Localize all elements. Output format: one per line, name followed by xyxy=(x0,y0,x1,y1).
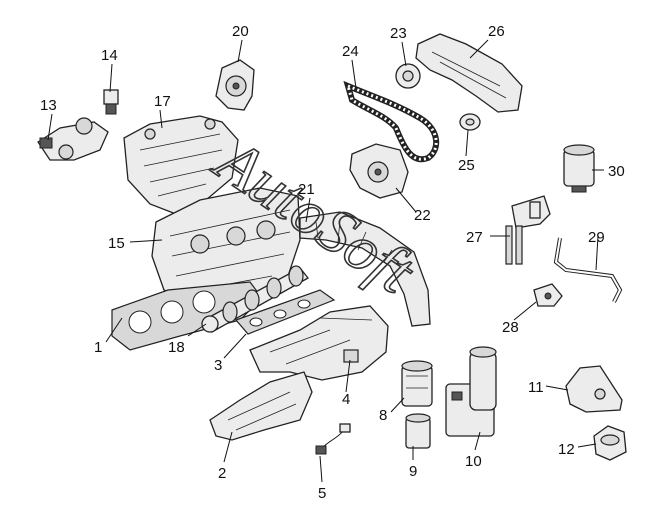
part-22-injection-pump xyxy=(349,143,409,199)
callout-13: 13 xyxy=(40,97,57,114)
part-27-injector-rail xyxy=(505,195,551,265)
part-2-heat-shield xyxy=(209,371,313,441)
callout-23: 23 xyxy=(390,25,407,42)
part-14-sensor xyxy=(103,89,119,115)
callout-18: 18 xyxy=(168,339,185,356)
callout-17: 17 xyxy=(154,93,171,110)
part-13-thermostat-housing xyxy=(37,117,109,161)
leader-lines xyxy=(47,39,604,483)
callout-24: 24 xyxy=(342,43,359,60)
callout-25: 25 xyxy=(458,157,475,174)
callout-27: 27 xyxy=(466,229,483,246)
part-8-oil-filter xyxy=(401,360,433,407)
part-15-cylinder-head xyxy=(151,187,301,305)
callout-11: 11 xyxy=(528,379,544,396)
callout-22: 22 xyxy=(414,207,431,224)
part-11-mount-bracket xyxy=(565,365,623,413)
part-3-manifold-gasket xyxy=(234,289,336,335)
part-12-engine-mount xyxy=(593,425,627,461)
part-26-timing-cover xyxy=(415,33,523,113)
callout-2: 2 xyxy=(218,465,226,482)
callout-21: 21 xyxy=(298,181,315,198)
part-29-fuel-pipe xyxy=(553,237,623,303)
callout-20: 20 xyxy=(232,23,249,40)
part-30-fuel-filter xyxy=(563,144,595,193)
callout-15: 15 xyxy=(108,235,125,252)
part-23-pulley xyxy=(395,63,421,89)
part-20-pump xyxy=(215,59,255,111)
callout-28: 28 xyxy=(502,319,519,336)
part-18-camshaft xyxy=(201,265,309,333)
callout-1: 1 xyxy=(94,339,102,356)
part-28-pressure-valve xyxy=(533,283,563,307)
callout-30: 30 xyxy=(608,163,625,180)
part-4-exhaust-manifold xyxy=(249,305,389,381)
callout-26: 26 xyxy=(488,23,505,40)
part-10-oil-cooler xyxy=(445,346,497,437)
callout-9: 9 xyxy=(409,463,417,480)
callout-5: 5 xyxy=(318,485,326,502)
callout-3: 3 xyxy=(214,357,222,374)
part-9-filter-housing xyxy=(405,413,431,449)
callout-12: 12 xyxy=(558,441,575,458)
callout-4: 4 xyxy=(342,391,350,408)
part-25-tensioner-roller xyxy=(459,113,481,131)
callout-8: 8 xyxy=(379,407,387,424)
part-5-oxygen-sensor xyxy=(315,423,351,455)
callout-10: 10 xyxy=(465,453,482,470)
part-1-head-gasket xyxy=(111,281,263,351)
callout-29: 29 xyxy=(588,229,605,246)
part-24-timing-belt xyxy=(343,80,440,163)
callout-14: 14 xyxy=(101,47,118,64)
part-17-head-cover xyxy=(123,115,239,215)
part-21-intake-pipe xyxy=(299,211,431,327)
callout-labels: 1 2 3 4 5 8 9 10 11 12 13 14 15 17 18 20… xyxy=(40,23,625,502)
